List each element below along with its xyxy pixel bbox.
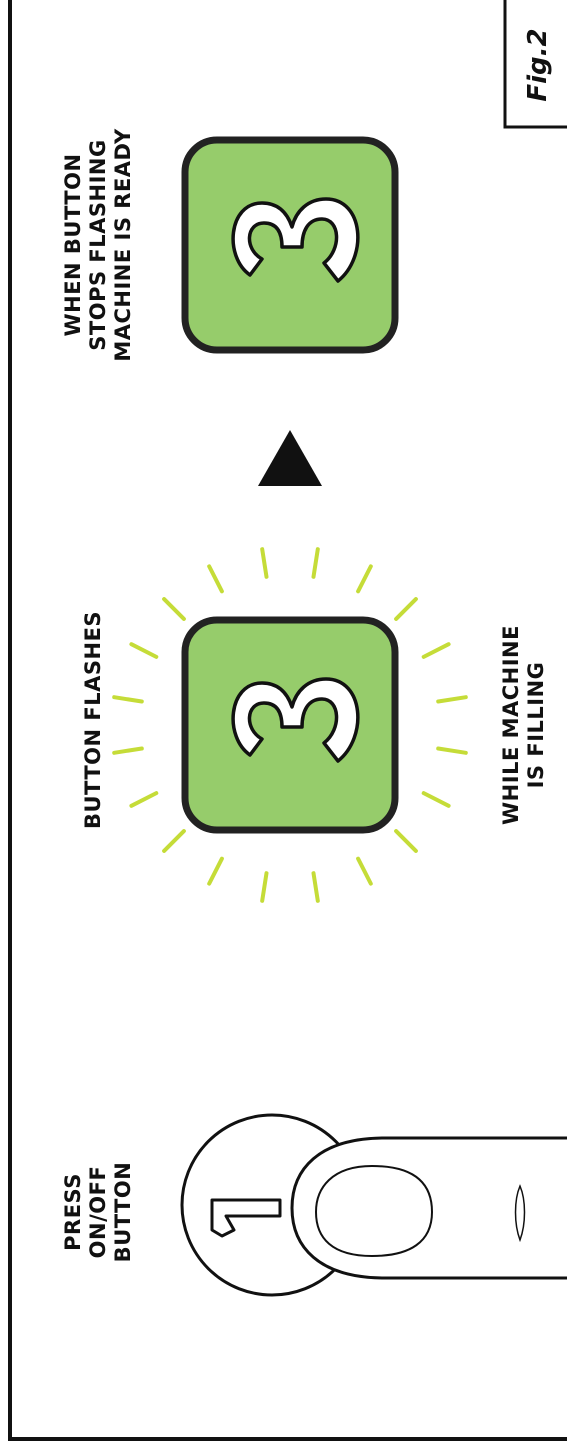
flash-ray [314, 873, 318, 901]
step1-label-line2: ON/OFF [86, 1166, 110, 1259]
finger-icon [292, 1138, 567, 1278]
flash-ray [114, 749, 142, 753]
flash-ray [209, 859, 222, 884]
flash-ray [114, 697, 142, 701]
flash-ray [209, 566, 222, 591]
arrow-icon [258, 430, 322, 486]
figure-label: Fig.2 [523, 28, 553, 101]
flash-ray [131, 644, 156, 657]
flash-ray [396, 599, 416, 619]
flash-ray [262, 873, 266, 901]
flash-ray [164, 599, 184, 619]
flash-ray [164, 831, 184, 851]
flash-ray [358, 566, 371, 591]
flash-ray [424, 793, 449, 806]
flash-ray [438, 749, 466, 753]
figure-label-box: Fig.2 [505, 0, 567, 127]
flash-ray [131, 793, 156, 806]
step2-sublabel-line1: WHILE MACHINE [499, 625, 523, 825]
flash-ray [438, 697, 466, 701]
step2-sublabel-line2: IS FILLING [524, 662, 548, 789]
step2-label: BUTTON FLASHES [81, 611, 105, 829]
flash-ray [314, 549, 318, 577]
step3-label-line3: MACHINE IS READY [111, 128, 135, 362]
flash-ray [262, 549, 266, 577]
flash-ray [396, 831, 416, 851]
flash-ray [358, 859, 371, 884]
step3-label-line1: WHEN BUTTON [61, 153, 85, 336]
step3-label-line2: STOPS FLASHING [86, 139, 110, 350]
flash-ray [424, 644, 449, 657]
step1-label-line3: BUTTON [111, 1162, 135, 1263]
step1-label-line1: PRESS [61, 1173, 85, 1251]
